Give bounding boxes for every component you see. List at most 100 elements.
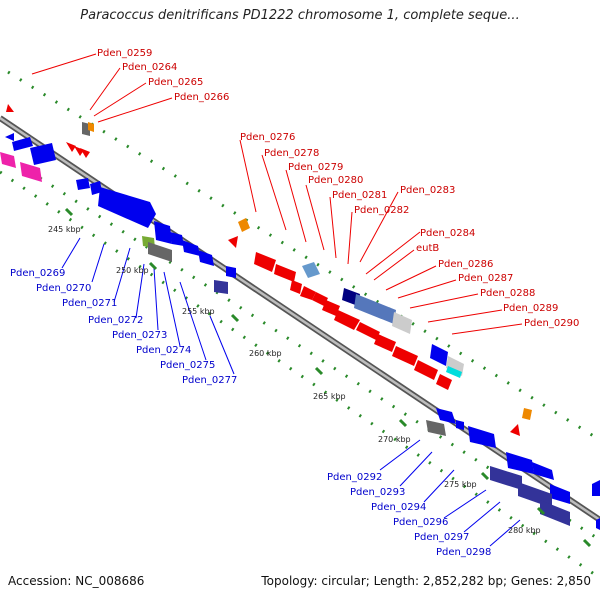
gene-block (490, 466, 522, 490)
gene-arrow (596, 518, 600, 530)
reverse-leaders (61, 237, 521, 547)
tick-label: 260 kbp (249, 349, 282, 358)
gene-arrow (154, 221, 172, 244)
tick-label: 280 kbp (508, 526, 541, 535)
gene-arrow (312, 292, 328, 306)
gene-label: Pden_0282 (354, 205, 409, 216)
gene-arrow (182, 240, 200, 256)
gene-block (88, 122, 94, 132)
gene-label: Pden_0279 (288, 162, 343, 173)
gene-arrow (550, 484, 570, 504)
gene-arrow (374, 334, 396, 352)
gene-arrow (468, 426, 496, 448)
gene-label: Pden_0259 (97, 48, 152, 59)
gene-arrow (12, 137, 33, 151)
gene-arrow (290, 280, 302, 294)
gene-label: Pden_0272 (88, 315, 143, 326)
gene-arrow (456, 420, 464, 430)
gene-label: Pden_0266 (174, 92, 229, 103)
gene-label: Pden_0288 (480, 288, 535, 299)
gene-label: Pden_0278 (264, 148, 319, 159)
gene-label: Pden_0286 (438, 259, 493, 270)
gene-arrow (76, 178, 90, 190)
gene-arrow (30, 143, 56, 165)
gene-label: Pden_0275 (160, 360, 215, 371)
gene-block (522, 408, 532, 420)
gene-label: Pden_0298 (436, 547, 491, 558)
gene-arrow (226, 266, 236, 278)
gene-arrow (322, 300, 340, 316)
gene-arrow (5, 133, 14, 141)
reverse-gene-labels[interactable]: Pden_0269 Pden_0270 Pden_0271 Pden_0272 … (10, 268, 491, 558)
gene-block (238, 218, 250, 232)
gene-label: Pden_0283 (400, 185, 455, 196)
gene-label: Pden_0265 (148, 77, 203, 88)
gene-block (354, 294, 396, 324)
gene-label: Pden_0287 (458, 273, 513, 284)
tick-labels: 245 kbp 250 kbp 255 kbp 260 kbp 265 kbp … (48, 225, 541, 535)
gene-block (20, 162, 42, 182)
gene-arrow (274, 264, 296, 282)
tick-label: 270 kbp (378, 435, 411, 444)
gene-label: eutB (416, 243, 439, 254)
gene-arrow (506, 452, 534, 474)
gene-label: Pden_0294 (371, 502, 426, 513)
gene-label: Pden_0274 (136, 345, 191, 356)
gene-block (214, 280, 228, 294)
gene-arrow (170, 232, 184, 246)
gene-label: Pden_0289 (503, 303, 558, 314)
gene-label: Pden_0277 (182, 375, 237, 386)
tick-marks (64, 207, 592, 548)
gene-label: Pden_0284 (420, 228, 475, 239)
forward-genes[interactable] (6, 104, 532, 436)
gene-arrow (392, 346, 418, 366)
gene-block (148, 242, 172, 262)
map-title: Paracoccus denitrificans PD1222 chromoso… (80, 8, 520, 23)
gene-block (302, 262, 320, 278)
gene-arrow (436, 408, 456, 424)
gene-label: Pden_0290 (524, 318, 579, 329)
gene-arrow (74, 146, 84, 156)
gene-label: Pden_0292 (327, 472, 382, 483)
gene-label: Pden_0281 (332, 190, 387, 201)
gene-arrow (228, 236, 238, 248)
gene-arrow (66, 142, 76, 152)
gene-arrow (80, 148, 90, 158)
gene-label: Pden_0264 (122, 62, 177, 73)
gene-label: Pden_0296 (393, 517, 448, 528)
gene-label: Pden_0276 (240, 132, 295, 143)
gene-arrow (90, 181, 102, 195)
gene-arrow (532, 462, 554, 480)
gene-arrow (98, 187, 156, 228)
topology-text: Topology: circular; Length: 2,852,282 bp… (261, 574, 591, 588)
gene-arrow (356, 322, 380, 340)
gene-label: Pden_0271 (62, 298, 117, 309)
tick-label: 255 kbp (182, 307, 215, 316)
gene-arrow (6, 104, 14, 112)
gene-label: Pden_0270 (36, 283, 91, 294)
forward-leaders (31, 53, 523, 335)
gene-label: Pden_0297 (414, 532, 469, 543)
gene-arrow (436, 374, 452, 390)
gene-arrow (198, 250, 214, 266)
gene-label: Pden_0293 (350, 487, 405, 498)
gene-label: Pden_0273 (112, 330, 167, 341)
gene-arrow (592, 480, 600, 496)
dotted-guides (0, 70, 600, 580)
tick-label: 250 kbp (116, 266, 149, 275)
gene-arrow (414, 360, 438, 380)
forward-gene-labels[interactable]: Pden_0259 Pden_0264 Pden_0265 Pden_0266 … (97, 48, 579, 329)
tick-label: 245 kbp (48, 225, 81, 234)
gene-arrow (510, 424, 520, 436)
gene-block (446, 366, 462, 378)
accession-text: Accession: NC_008686 (8, 574, 145, 588)
tick-label: 265 kbp (313, 392, 346, 401)
tick-label: 275 kbp (444, 480, 477, 489)
gene-label: Pden_0280 (308, 175, 363, 186)
reverse-genes[interactable] (0, 133, 600, 530)
gene-block (540, 500, 570, 526)
gene-block (430, 344, 448, 366)
gene-block (392, 312, 412, 334)
gene-arrow (300, 286, 316, 300)
